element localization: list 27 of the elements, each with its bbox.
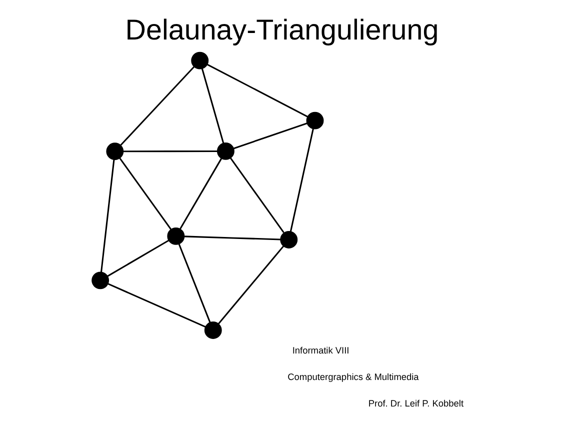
node-circle [306,112,324,130]
connector [179,158,222,230]
node-circle [92,272,110,290]
connector [120,66,195,146]
label: Prof. Dr. Leif P. Kobbelt [368,398,464,409]
connector [207,64,308,118]
connector [107,240,170,277]
connector [233,122,308,150]
label: Informatik VIII [292,345,350,356]
node-circle [216,142,234,160]
connector [119,158,172,230]
node-circle [204,322,222,339]
node-circle [167,227,185,245]
connector [184,236,281,240]
connector [290,128,314,232]
connector [123,150,218,152]
connector [178,244,211,323]
node-circle [191,52,209,70]
connector [201,68,224,144]
diagram-title: Delaunay-Triangulierung [125,14,439,46]
connector [218,246,284,324]
label: Computergraphics & Multimedia [288,372,419,382]
connector [108,283,206,328]
connector [100,160,115,272]
node-circle [106,142,124,160]
node-circle [280,231,298,248]
connector [230,158,284,234]
